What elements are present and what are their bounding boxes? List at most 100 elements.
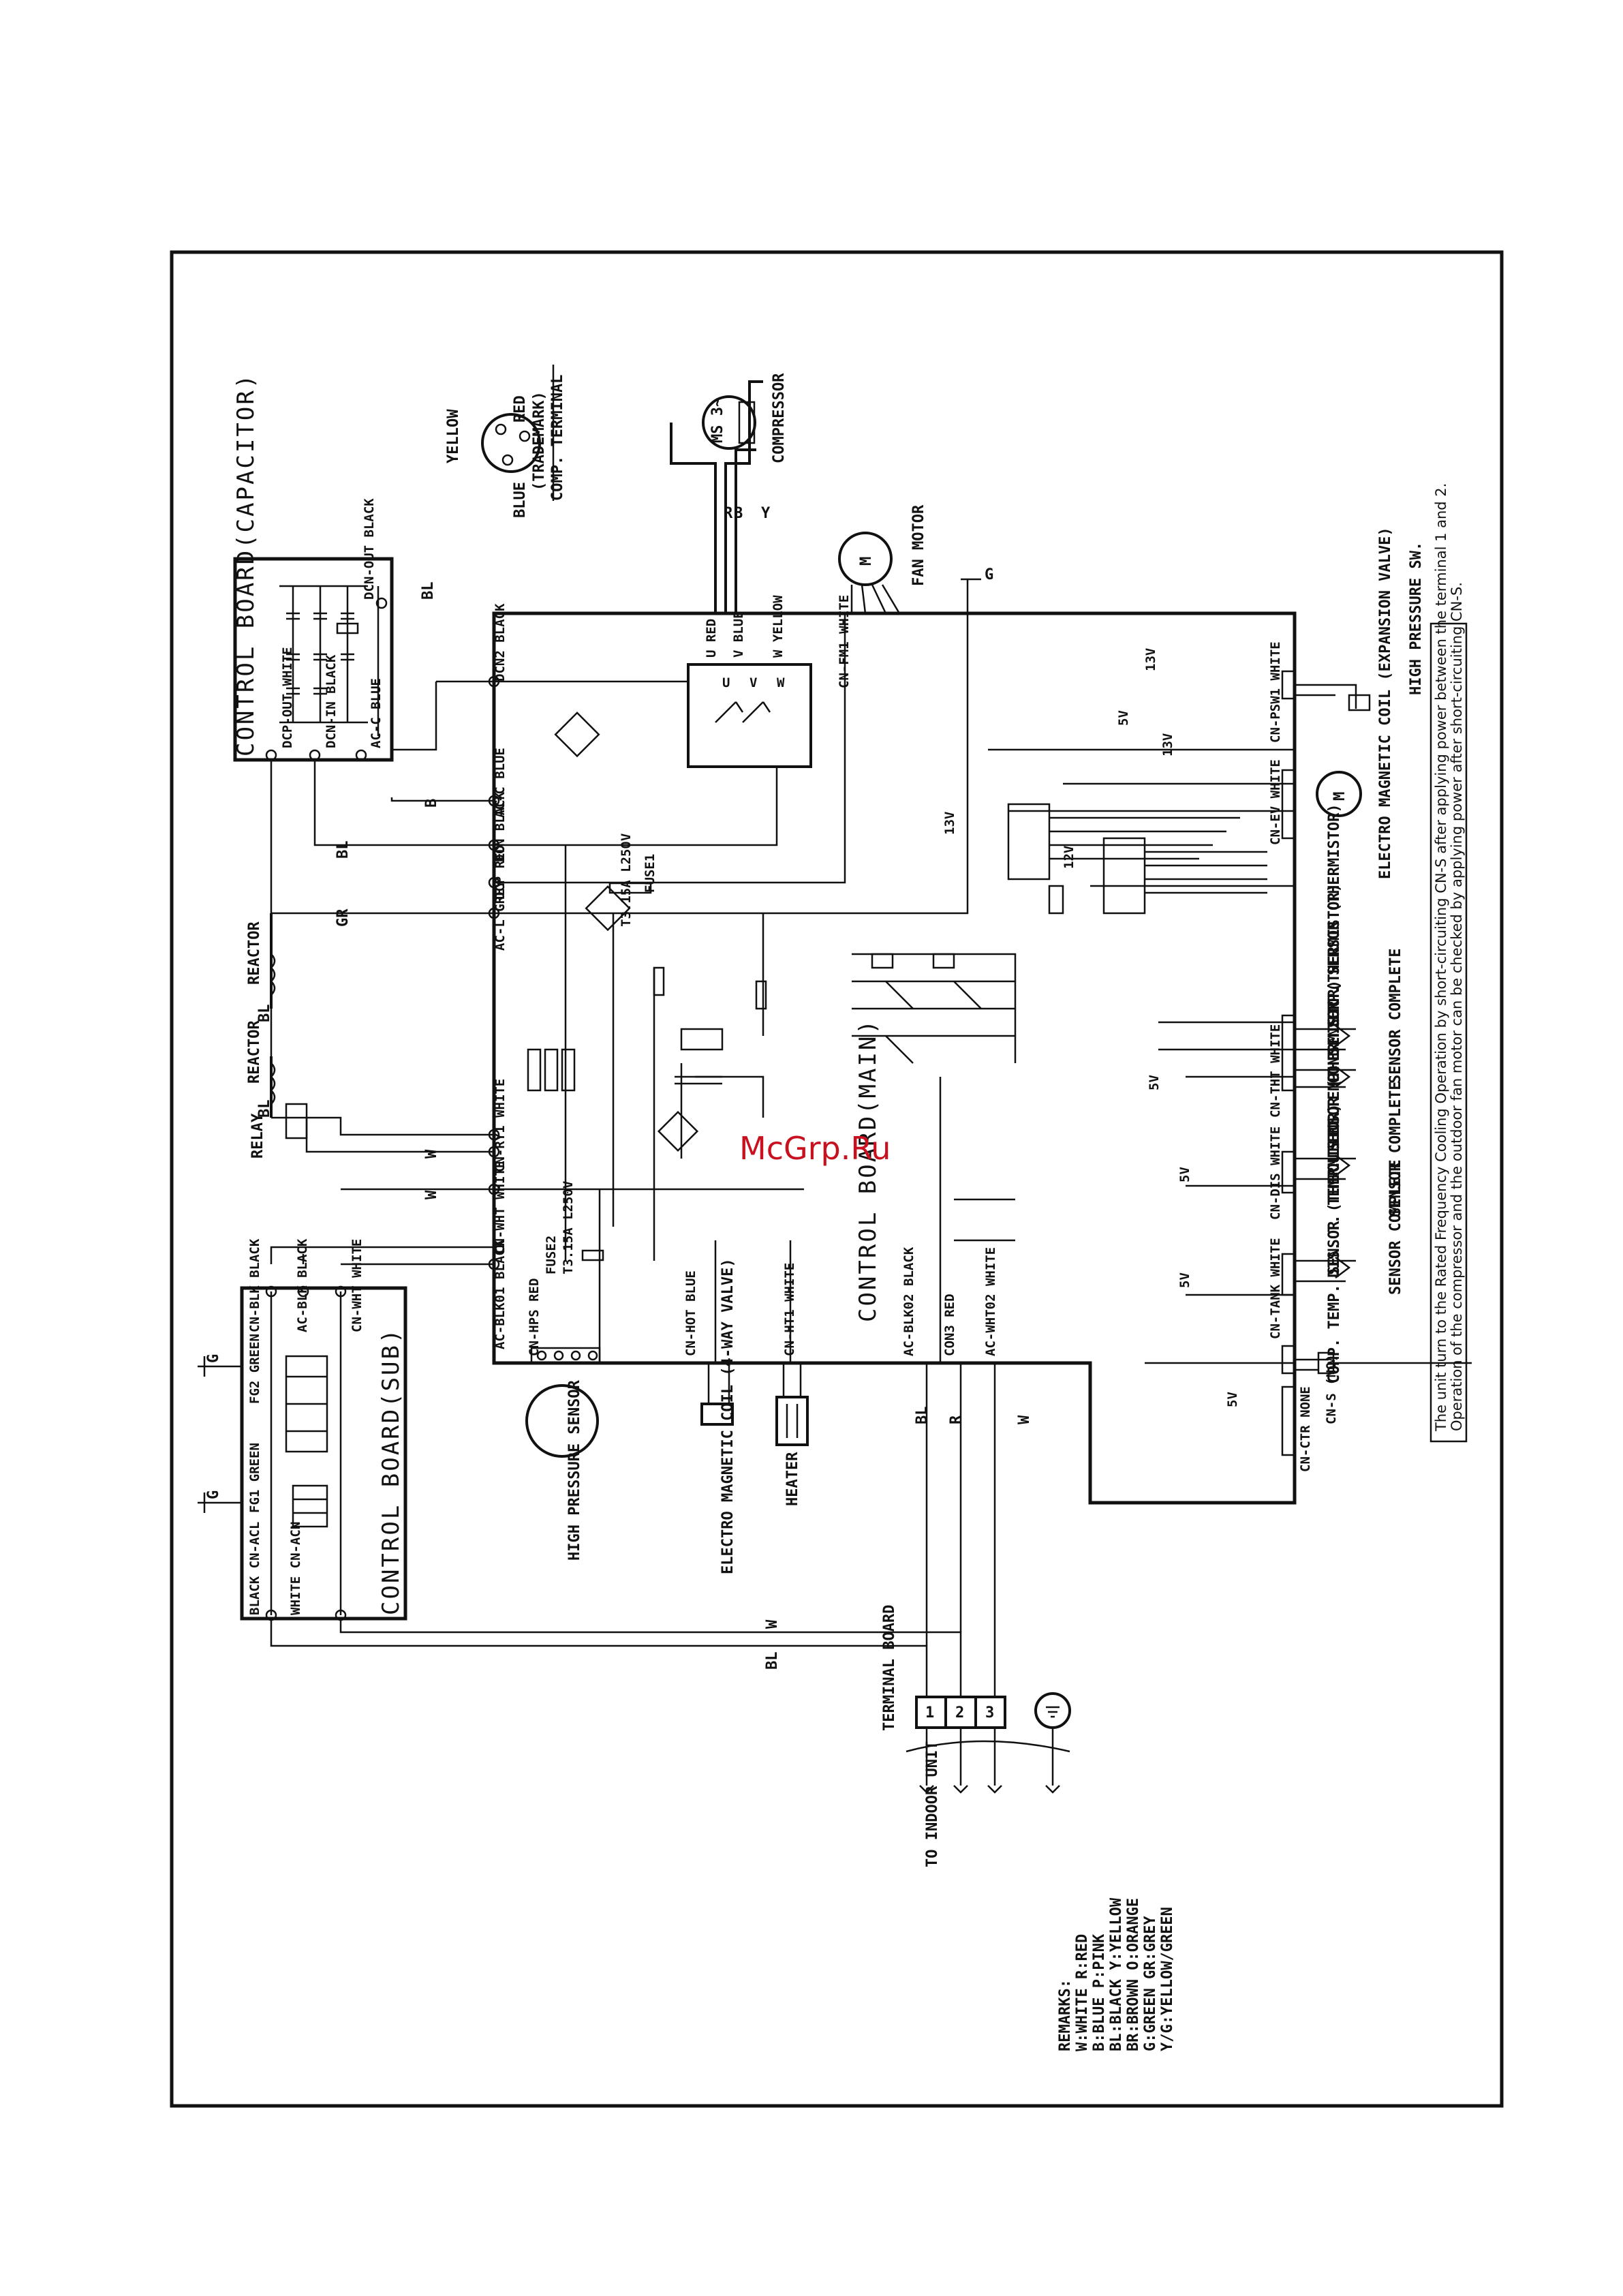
- main-board-title: CONTROL BOARD(MAIN): [854, 1018, 882, 1322]
- sub-conn-cn-wht: CN-WHT WHITE: [350, 1239, 365, 1332]
- comp-lead-y: Y: [761, 505, 771, 522]
- fuse-1-label: FUSE1: [643, 854, 658, 893]
- wire-code-r: R: [948, 1415, 965, 1424]
- wire-code-bl-1: BL: [335, 841, 352, 859]
- svg-text:M: M: [1331, 792, 1348, 801]
- wire-code-w-1: W: [423, 1149, 440, 1159]
- relay-label: RELAY: [249, 1113, 266, 1159]
- compressor-label: COMPRESSOR: [771, 373, 788, 463]
- uvw-label-u: U RED: [704, 619, 719, 658]
- wire-code-g-1: G: [205, 1354, 222, 1363]
- sub-board: CONTROL BOARD(SUB) CN-BLK BLACK AC-BLK B…: [198, 1238, 494, 1621]
- conn-con3: CON3 RED: [942, 1294, 957, 1356]
- reactor-2-label: REACTOR: [246, 921, 263, 985]
- wire-code-bl-top: BL: [420, 582, 437, 600]
- fan-motor-m: M: [858, 557, 875, 566]
- comp-terminal-yellow: YELLOW: [445, 409, 462, 463]
- uvw-label-w: W YELLOW: [771, 595, 786, 658]
- heater-label: HEATER: [784, 1452, 801, 1506]
- fourway-coil: ELECTRO MAGNETIC COIL (4-WAY VALVE): [700, 1258, 737, 1574]
- sensor-cond-assembly: SENSOR COMPLETE: [1387, 948, 1404, 1084]
- comp-terminal-trademark: (TRADEMARK): [531, 391, 548, 491]
- conn-ac-blk01: AC-BLK01 BLACK: [493, 1240, 508, 1349]
- remarks-line-5: G:GREEN GR:GREY: [1142, 1916, 1159, 2051]
- wire-code-w-2: W: [423, 1190, 440, 1199]
- conn-cn-s: CN-S (NO): [1324, 1354, 1339, 1424]
- fuse-2-label: FUSE2: [544, 1236, 559, 1274]
- terminal-board: 1 2 3 TERMINAL BOARD TO INDOOR UNIT: [881, 1605, 1071, 1867]
- cap-conn-dcn-out: DCN-OUT BLACK: [362, 498, 377, 600]
- conn-cn-ev: CN-EV WHITE: [1268, 759, 1283, 845]
- wire-code-w-4: W: [764, 1619, 781, 1629]
- wire-code-gr: GR: [335, 908, 352, 927]
- ground-terminal: [1034, 1692, 1071, 1729]
- sensor-cond-name: COND. TEMP. SENSOR (THERMISTOR): [1326, 803, 1343, 1084]
- sensor-comp-assembly: SENSOR COMPLETE: [1387, 1159, 1404, 1295]
- to-indoor-unit: TO INDOOR UNIT: [924, 1741, 941, 1867]
- wire-code-g-fan: G: [985, 566, 993, 583]
- remarks-line-4: BR:BROWN O:ORANGE: [1125, 1898, 1142, 2051]
- conn-cn-tank: CN-TANK WHITE: [1268, 1238, 1283, 1339]
- conn-cn-hot: CN-HOT BLUE: [683, 1270, 698, 1356]
- wire-code-bl-4: BL: [914, 1407, 931, 1425]
- comp-terminal: YELLOW RED BLUE (TRADEMARK) COMP. TERMIN…: [445, 365, 566, 518]
- conn-cn-ctr: CN-CTR NONE: [1298, 1386, 1313, 1472]
- conn-cn-dis: CN-DIS WHITE: [1268, 1127, 1283, 1220]
- high-pressure-switch: HIGH PRESSURE SW.: [1295, 542, 1425, 711]
- compressor: MS 3~ COMPRESSOR R B Y: [670, 373, 788, 613]
- notes-box: The unit turn to the Rated Frequency Coo…: [1429, 483, 1468, 1443]
- terminal-3: 3: [985, 1704, 994, 1721]
- voltage-5v-5: 5V: [1225, 1392, 1240, 1407]
- capacitor-board-title: CONTROL BOARD(CAPACITOR): [232, 373, 260, 756]
- ground-symbol-fan: G: [961, 566, 993, 613]
- voltage-5v-2: 5V: [1147, 1075, 1162, 1090]
- remarks-title: REMARKS:: [1057, 1979, 1074, 2051]
- ev-driver: [1007, 803, 1267, 915]
- uvw-label-v: V BLUE: [731, 611, 746, 658]
- conn-ac-l: AC-L GREY: [493, 880, 508, 951]
- terminal-wiring: [270, 1363, 996, 1697]
- conn-cn-ry1: CN-RY1 WHITE: [493, 1079, 508, 1172]
- fan-motor-label: FAN MOTOR: [910, 504, 927, 586]
- high-pressure-sensor: HIGH PRESSURE SENSOR: [525, 1347, 601, 1561]
- voltage-5v-3: 5V: [1177, 1167, 1192, 1182]
- cap-conn-ac-c: AC-C BLUE: [369, 678, 384, 748]
- relay-symbol: [285, 1103, 308, 1139]
- ev-coil-label: ELECTRO MAGNETIC COIL (EXPANSION VALVE): [1377, 527, 1394, 879]
- sensor-dis-assembly: SENSOR COMPLETE: [1387, 1081, 1404, 1216]
- sub-conn-cn-acl: BLACK CN-ACL: [247, 1522, 262, 1615]
- sub-conn-cn-acn: WHITE CN-ACN: [288, 1522, 303, 1615]
- terminal-2: 2: [955, 1704, 964, 1721]
- conn-ac-blk02: AC-BLK02 BLACK: [901, 1246, 916, 1356]
- conn-cn-wht: CN-WHT WHITE: [493, 1161, 508, 1254]
- sensor-outlet-name: OUTLET TEMP. SENSOR (THERMISTOR): [1326, 883, 1343, 1172]
- wire-code-bl-2: BL: [256, 1005, 273, 1023]
- conn-cn-tht: CN-THT WHITE: [1268, 1024, 1283, 1118]
- comp-terminal-blue: BLUE: [512, 482, 529, 518]
- main-board: CONTROL BOARD(MAIN) DCN2 BLACK AC-C BLUE…: [436, 595, 1339, 1505]
- voltage-13v-2: 13V: [1160, 733, 1175, 756]
- sensor-dis-name: DIS. T. TEMP. SENSOR (THERMISTOR): [1326, 980, 1343, 1278]
- uvw-w: W: [777, 675, 785, 690]
- fuse-1-rating: T3.15A L250V: [619, 833, 634, 927]
- comp-lead-b: B: [734, 505, 743, 522]
- voltage-5v-1: 5V: [1116, 710, 1131, 726]
- ipm-module: [687, 663, 812, 768]
- remarks-line-1: W:WHITE R:RED: [1074, 1934, 1091, 2051]
- wire-code-g-2: G: [205, 1490, 222, 1499]
- uvw-v: V: [749, 675, 757, 690]
- watermark: McGrp.Ru: [739, 1130, 891, 1167]
- comp-terminal-title: COMP. TERMINAL: [549, 375, 566, 501]
- conn-ac-wht02: AC-WHT02 WHITE: [983, 1247, 998, 1356]
- sub-conn-fg2: FG2 GREEN: [247, 1334, 262, 1404]
- voltage-13v-3: 13V: [942, 812, 957, 835]
- wire-code-b: B: [423, 799, 440, 808]
- conn-ac-c: AC-C BLUE: [493, 748, 508, 818]
- conn-dcn2: DCN2 BLACK: [493, 603, 508, 682]
- heater: HEATER: [775, 1363, 809, 1506]
- remarks-line-6: Y/G:YELLOW/GREEN: [1159, 1907, 1176, 2051]
- fourway-coil-label: ELECTRO MAGNETIC COIL (4-WAY VALVE): [720, 1258, 737, 1574]
- fan-motor: M FAN MOTOR: [838, 504, 927, 614]
- comp-lead-r: R: [724, 505, 733, 522]
- wire-code-bl-3: BL: [256, 1100, 273, 1118]
